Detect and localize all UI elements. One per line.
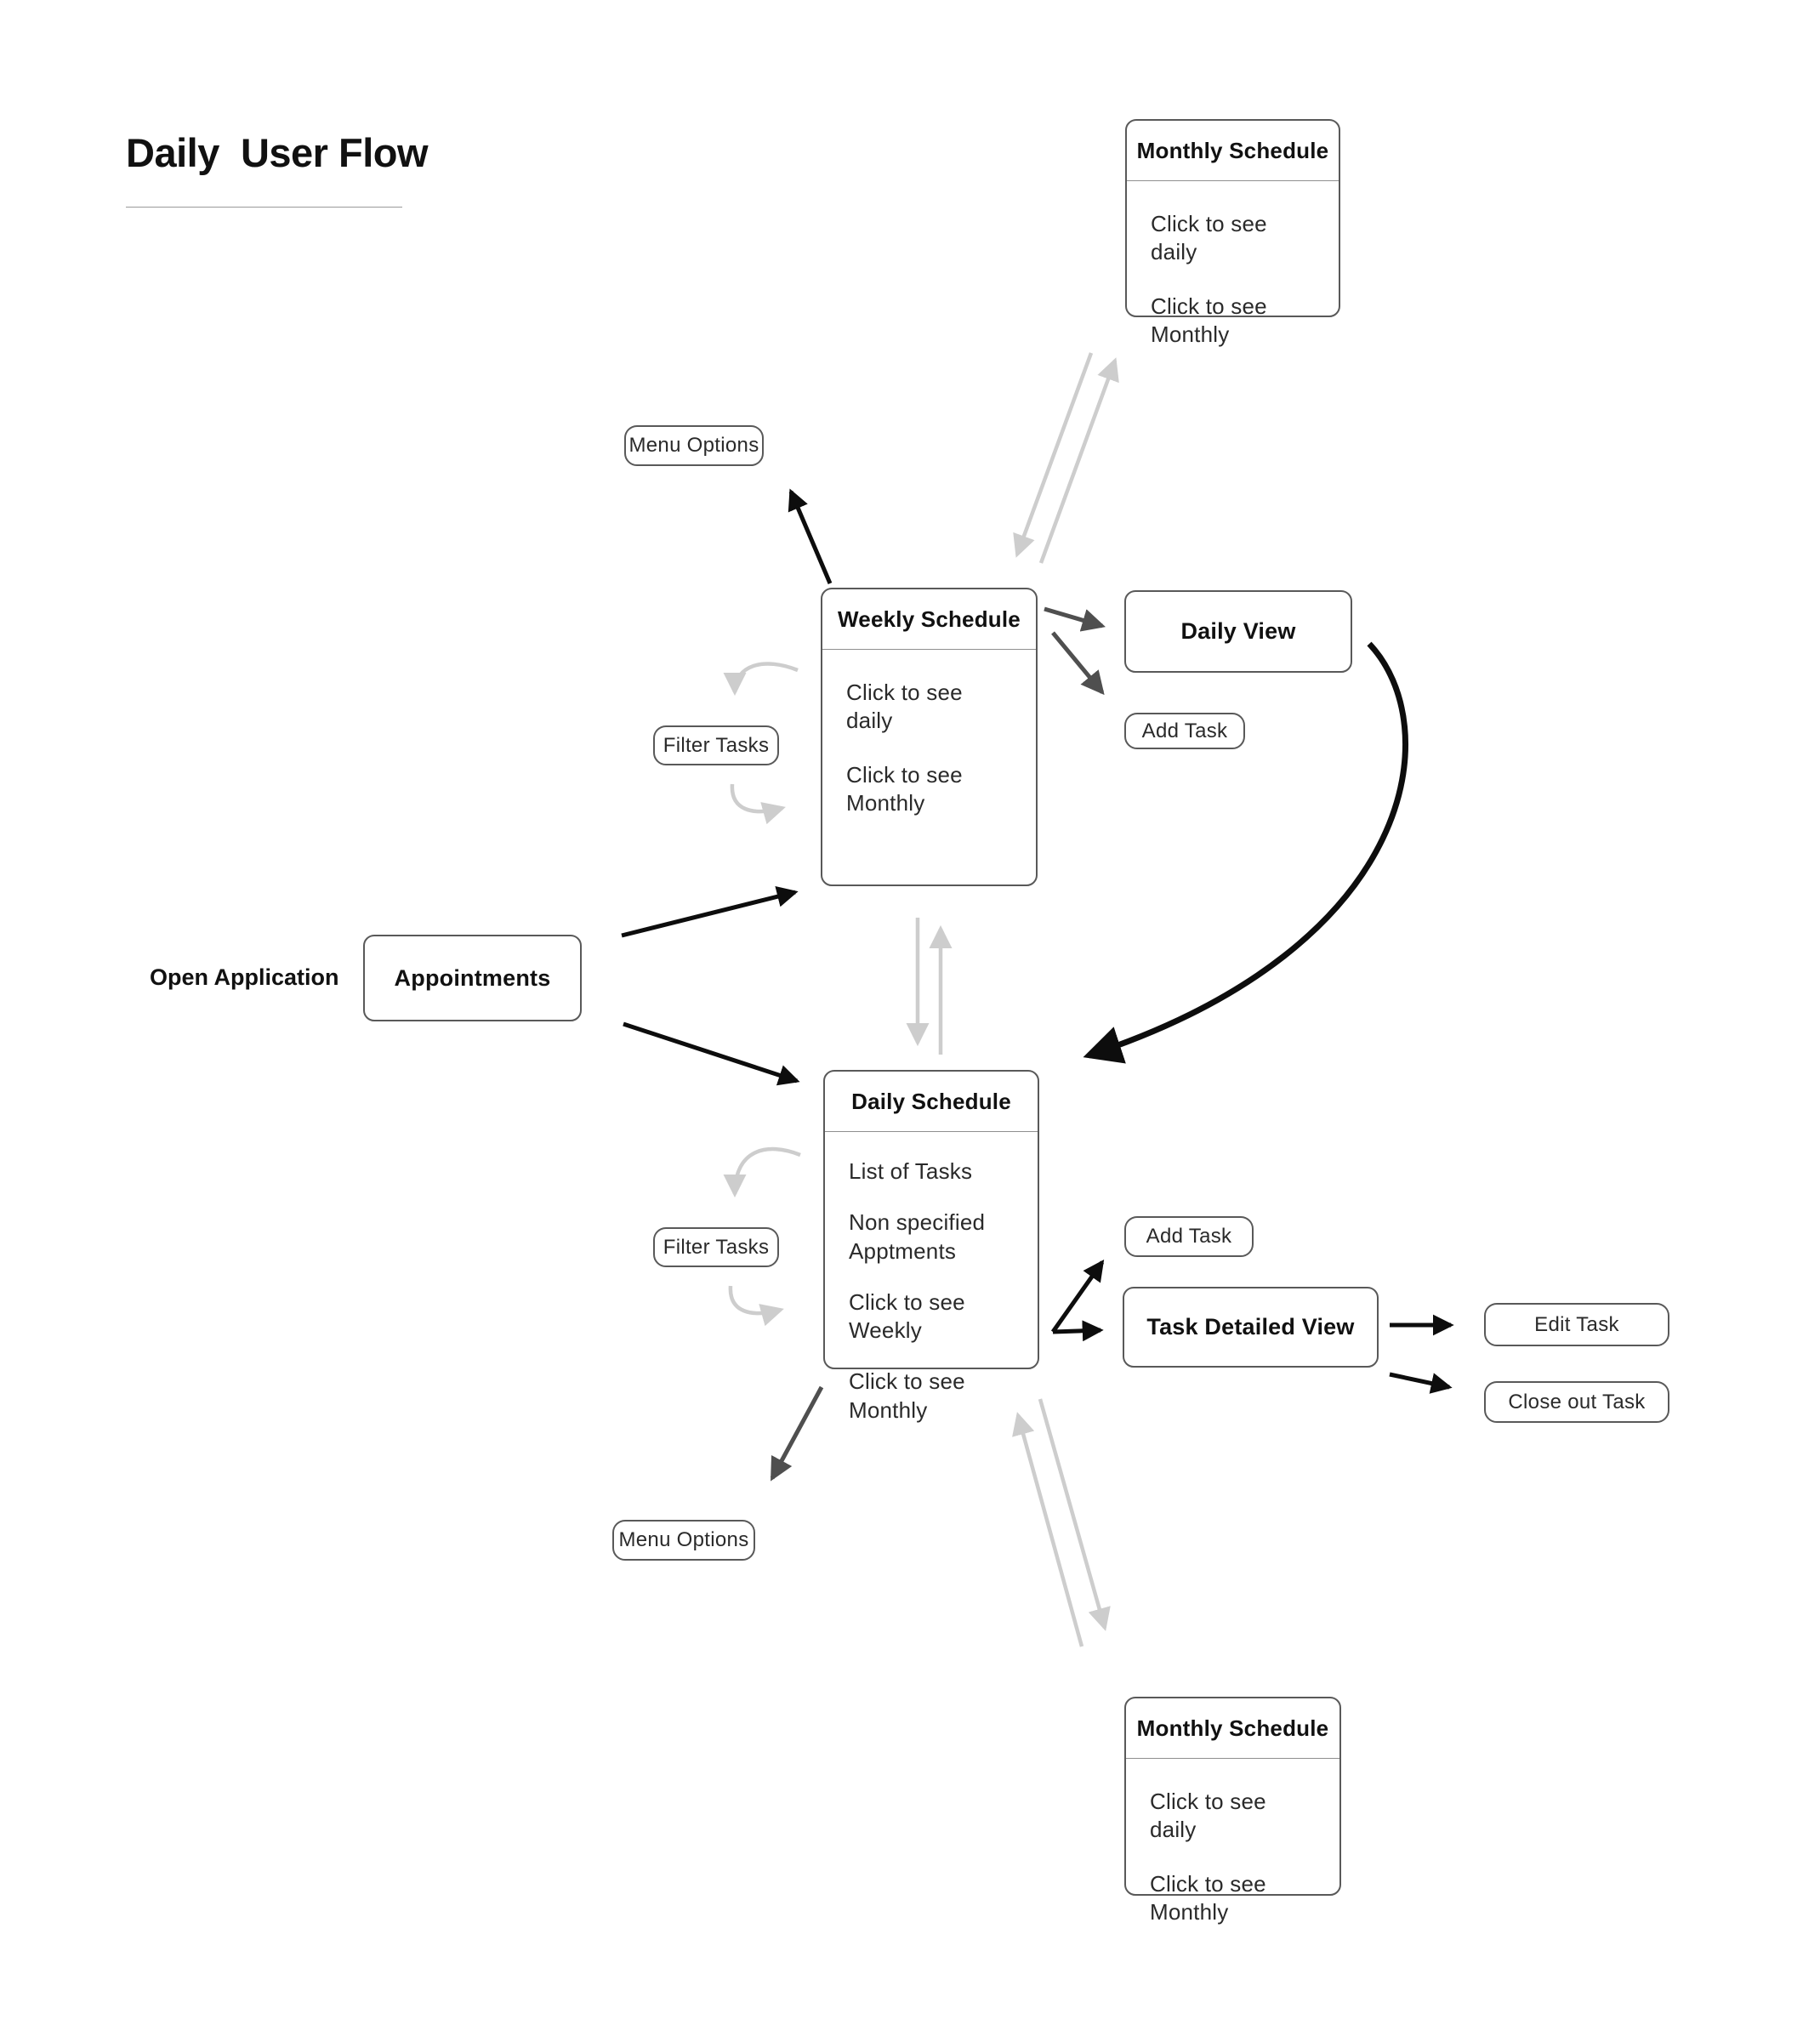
arrow-filter-tasks-to-weekly: [730, 783, 786, 825]
node-title: Monthly Schedule: [1126, 1698, 1339, 1759]
node-title: Daily Schedule: [825, 1072, 1038, 1132]
node-menu-options-top[interactable]: Menu Options: [624, 425, 764, 466]
node-filter-tasks-bottom[interactable]: Filter Tasks: [653, 1227, 779, 1267]
arrow-daily-schedule-to-monthly-bottom: [1038, 1398, 1111, 1631]
node-item: Click to see daily: [1150, 1789, 1266, 1843]
arrow-appointments-to-daily-schedule: [623, 1021, 800, 1086]
arrow-daily-schedule-to-menu-options: [770, 1385, 824, 1482]
node-add-task-bottom[interactable]: Add Task: [1124, 1216, 1254, 1257]
node-appointments[interactable]: Appointments: [363, 935, 582, 1021]
node-filter-tasks-top[interactable]: Filter Tasks: [653, 725, 779, 765]
node-add-task-top[interactable]: Add Task: [1124, 713, 1245, 749]
node-item: Click to see Monthly: [1151, 293, 1267, 347]
node-menu-options-bottom[interactable]: Menu Options: [612, 1520, 755, 1561]
node-close-out-task[interactable]: Close out Task: [1484, 1381, 1669, 1423]
arrow-appointments-to-weekly: [621, 886, 799, 938]
node-item: List of Tasks: [849, 1158, 973, 1184]
arrow-daily-schedule-to-add-task: [1050, 1259, 1105, 1334]
node-item: Non specified Apptments: [849, 1209, 986, 1264]
node-item: Click to see daily: [1151, 211, 1267, 265]
arrow-weekly-to-monthly-top: [1038, 357, 1119, 564]
arrow-weekly-to-filter-tasks: [723, 662, 799, 697]
node-monthly-schedule-top[interactable]: Monthly Schedule Click to see daily Clic…: [1125, 119, 1340, 347]
node-title: Weekly Schedule: [822, 589, 1036, 650]
node-daily-view[interactable]: Daily View: [1124, 590, 1352, 673]
open-application-label: Open Application: [150, 964, 339, 990]
node-weekly-schedule[interactable]: Weekly Schedule Click to see daily Click…: [821, 588, 1038, 886]
node-item: Click to see Weekly: [849, 1288, 965, 1344]
node-title: Monthly Schedule: [1127, 121, 1339, 181]
arrow-daily-schedule-to-filter-tasks: [723, 1146, 801, 1198]
arrow-filter-tasks-to-daily-schedule: [728, 1285, 784, 1327]
node-item: Click to see Monthly: [846, 761, 963, 816]
node-daily-schedule[interactable]: Daily Schedule List of Tasks Non specifi…: [823, 1070, 1039, 1423]
arrow-weekly-to-menu-options: [788, 488, 833, 584]
arrow-daily-view-to-daily-schedule: [1083, 641, 1408, 1064]
page-title: Daily User Flow: [126, 130, 429, 175]
arrow-weekly-to-add-task: [1051, 631, 1105, 696]
arrow-monthly-bottom-to-daily-schedule: [1012, 1412, 1084, 1647]
arrow-daily-schedule-to-task-detailed-view: [1052, 1320, 1104, 1342]
node-item: Click to see daily: [846, 680, 963, 734]
node-task-detailed-view[interactable]: Task Detailed View: [1123, 1287, 1379, 1368]
node-monthly-schedule-bottom[interactable]: Monthly Schedule Click to see daily Clic…: [1124, 1697, 1341, 1925]
arrow-monthly-top-to-weekly: [1013, 352, 1094, 558]
title-underline: [126, 207, 402, 208]
arrow-weekly-to-daily-view: [1044, 606, 1106, 632]
node-edit-task[interactable]: Edit Task: [1484, 1303, 1669, 1346]
node-item: Click to see Monthly: [849, 1368, 965, 1423]
arrow-task-detailed-to-close-out-task: [1389, 1372, 1453, 1394]
node-item: Click to see Monthly: [1150, 1870, 1266, 1925]
